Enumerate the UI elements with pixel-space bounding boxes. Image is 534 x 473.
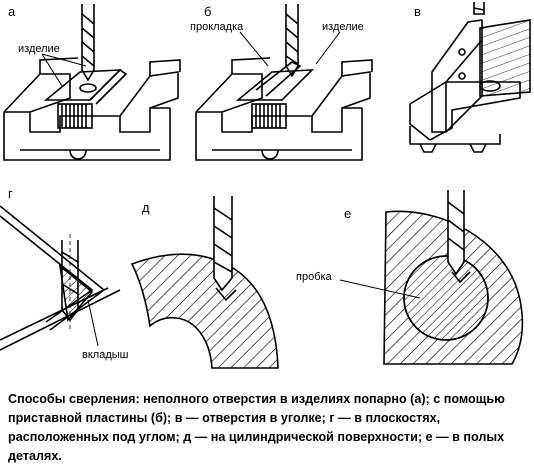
panel-b-spacer-label: прокладка	[190, 21, 244, 33]
panel-a-letter: а	[8, 4, 16, 19]
panel-g-letter: г	[8, 186, 13, 201]
panel-g-insert-label: вкладыш	[82, 349, 129, 361]
panel-e-plug-label: пробка	[296, 271, 333, 283]
panel-e-hollow-part	[339, 190, 524, 365]
panel-g-angled-planes	[0, 205, 121, 351]
panel-b-vise-with-plate	[195, 4, 373, 161]
panel-d-letter: д	[142, 200, 150, 215]
figure-caption: Способы сверления: неполного отверстия в…	[8, 392, 505, 463]
panel-v-angle-bracket	[409, 2, 531, 153]
panel-e-letter: е	[344, 206, 351, 221]
panel-a-vise-paired-parts	[3, 4, 181, 161]
panel-b-part-label: изделие	[322, 21, 364, 33]
panel-a-part-label: изделие	[18, 43, 60, 55]
panel-v-letter: в	[414, 4, 421, 19]
drilling-methods-figure: а изделие б прокладка изделие	[0, 2, 531, 369]
panel-b-letter: б	[204, 4, 211, 19]
panel-d-cylindrical-surface	[130, 196, 279, 369]
